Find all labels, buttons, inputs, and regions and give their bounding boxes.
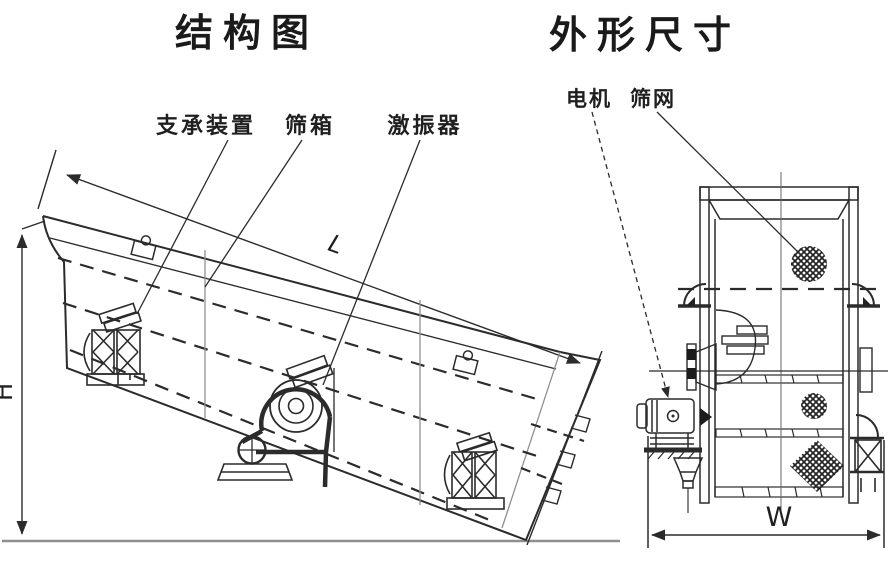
mesh-spot-bottom	[790, 440, 844, 492]
drive-belt	[240, 387, 333, 488]
screen-mesh-spots	[790, 246, 844, 492]
exciter-label: 激振器	[387, 113, 462, 139]
spring-support-left	[83, 302, 145, 386]
motor-leader	[591, 111, 670, 398]
mesh-spot-middle	[801, 393, 827, 419]
support-device-leader	[136, 139, 229, 315]
rail-clamp-right	[452, 350, 479, 376]
side-feet	[678, 283, 880, 438]
structure-leader-lines	[136, 139, 421, 386]
exciter-assembly	[216, 354, 335, 488]
structure-diagram	[2, 139, 620, 546]
screen-box-outline	[42, 215, 602, 542]
spring-support-right	[443, 431, 505, 510]
width-dim-label: W	[766, 502, 793, 533]
support-device-label: 支承装置	[156, 114, 256, 139]
screen-box-leader	[204, 139, 303, 288]
discharge-tabs	[541, 414, 591, 505]
screen-box-inner-rail	[49, 237, 557, 370]
height-dim-label: H	[0, 383, 18, 401]
front-view-frame	[649, 172, 888, 517]
panel-separators	[204, 250, 421, 505]
exciter-leader	[322, 139, 421, 386]
motor-label: 电机	[566, 87, 612, 111]
structure-title: 结构图	[175, 11, 319, 55]
discharge-funnel	[672, 457, 704, 482]
outline-title: 外形尺寸	[549, 13, 741, 57]
discharge-inner-edge	[501, 351, 561, 529]
screen-box-label: 筛箱	[285, 113, 335, 139]
outline-diagram	[591, 111, 888, 548]
motor-stand	[216, 463, 294, 481]
rail-clamp-left	[130, 235, 157, 261]
mesh-spot-top	[791, 246, 827, 282]
screen-mesh-label: 筛网	[630, 87, 676, 111]
motor-front	[636, 398, 712, 513]
dimension-l	[37, 149, 603, 546]
dimension-h	[16, 220, 46, 535]
mesh-leader	[656, 111, 801, 255]
length-dim-label: L	[325, 229, 347, 260]
dimension-w	[647, 436, 885, 548]
spring-front-right	[850, 436, 884, 492]
outline-leader-lines	[591, 111, 801, 398]
exciter-housing-front	[686, 309, 873, 393]
deck-dashed-lines	[57, 256, 585, 523]
